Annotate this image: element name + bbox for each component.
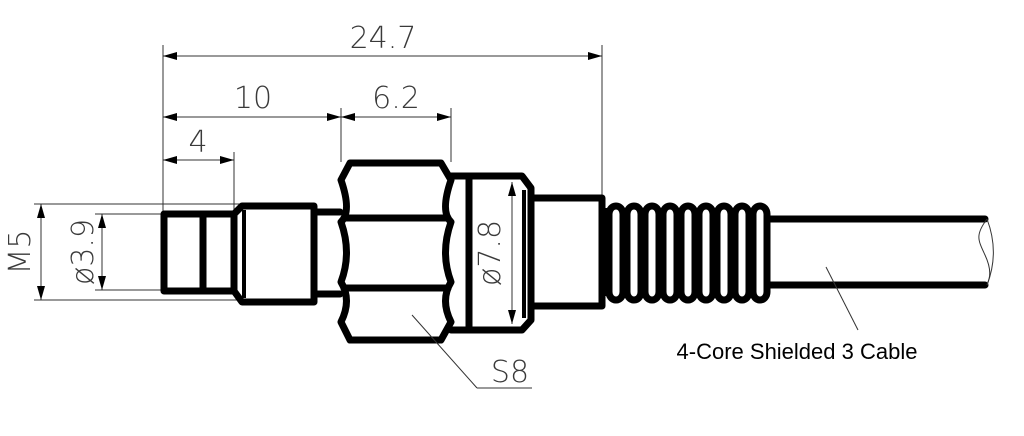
cable [766,215,994,289]
dimension-label-overall: 24.7 [350,21,417,56]
dimension-to-hex: 10 [163,81,342,162]
dimension-label-to-hex: 10 [234,81,272,116]
dimension-hex-length: 6.2 [341,81,452,162]
dimension-tip-diameter: ø3.9 [66,213,165,291]
dimension-tip-length: 4 [163,125,235,212]
hex-nut [337,159,455,344]
dimension-label-collar-diameter: ø7.8 [473,220,508,286]
strain-relief-spring [604,202,771,304]
callout-cable: 4-Core Shielded 3 Cable [677,266,918,364]
callout-hex-size: S8 [411,314,532,390]
dimension-thread-size: M5 [3,203,240,301]
callout-label-hex-size: S8 [491,355,529,390]
callout-label-cable: 4-Core Shielded 3 Cable [677,339,918,364]
collar: ø7.8 [447,172,535,334]
dimension-label-hex-length: 6.2 [372,81,420,116]
connector-neck [230,202,344,306]
connector-tip [160,210,238,295]
dimension-label-tip-length: 4 [188,125,207,160]
dimension-label-thread: M5 [3,230,38,275]
rear-body [527,194,606,310]
dimension-label-tip-diameter: ø3.9 [66,219,101,285]
dimension-overall-length: 24.7 [162,21,603,212]
